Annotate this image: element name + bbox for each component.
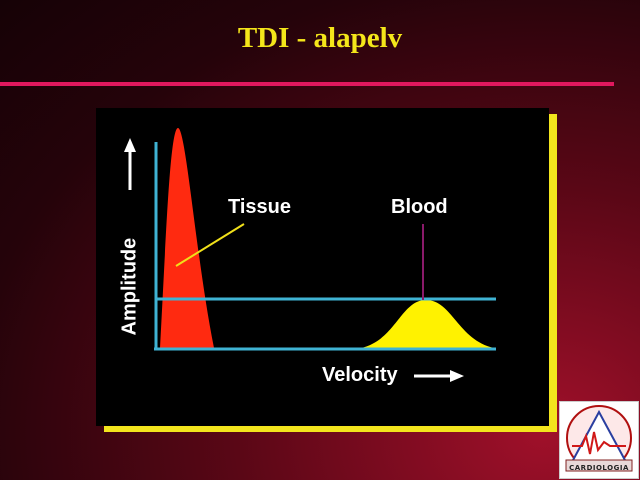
blood-peak [361, 300, 494, 348]
velocity-axis-label: Velocity [322, 364, 398, 386]
tissue-pointer [175, 223, 245, 267]
slide-title: TDI - alapelv [237, 22, 403, 54]
blood-label: Blood [391, 196, 448, 218]
tissue-label: Tissue [228, 196, 291, 218]
logo-banner [565, 459, 633, 472]
logo-text: CARDIOLOGIA [569, 464, 629, 472]
title-rule [0, 82, 614, 86]
cardiologia-logo: CARDIOLOGIA [559, 401, 639, 479]
amplitude-axis-label: Amplitude [118, 237, 141, 336]
logo-ecg-icon [572, 431, 626, 455]
tdi-diagram: Tissue Blood Velocity Amplitude [96, 108, 549, 426]
velocity-arrow-head [450, 370, 464, 382]
tissue-peak [160, 128, 214, 348]
amplitude-arrow-head [124, 138, 136, 152]
